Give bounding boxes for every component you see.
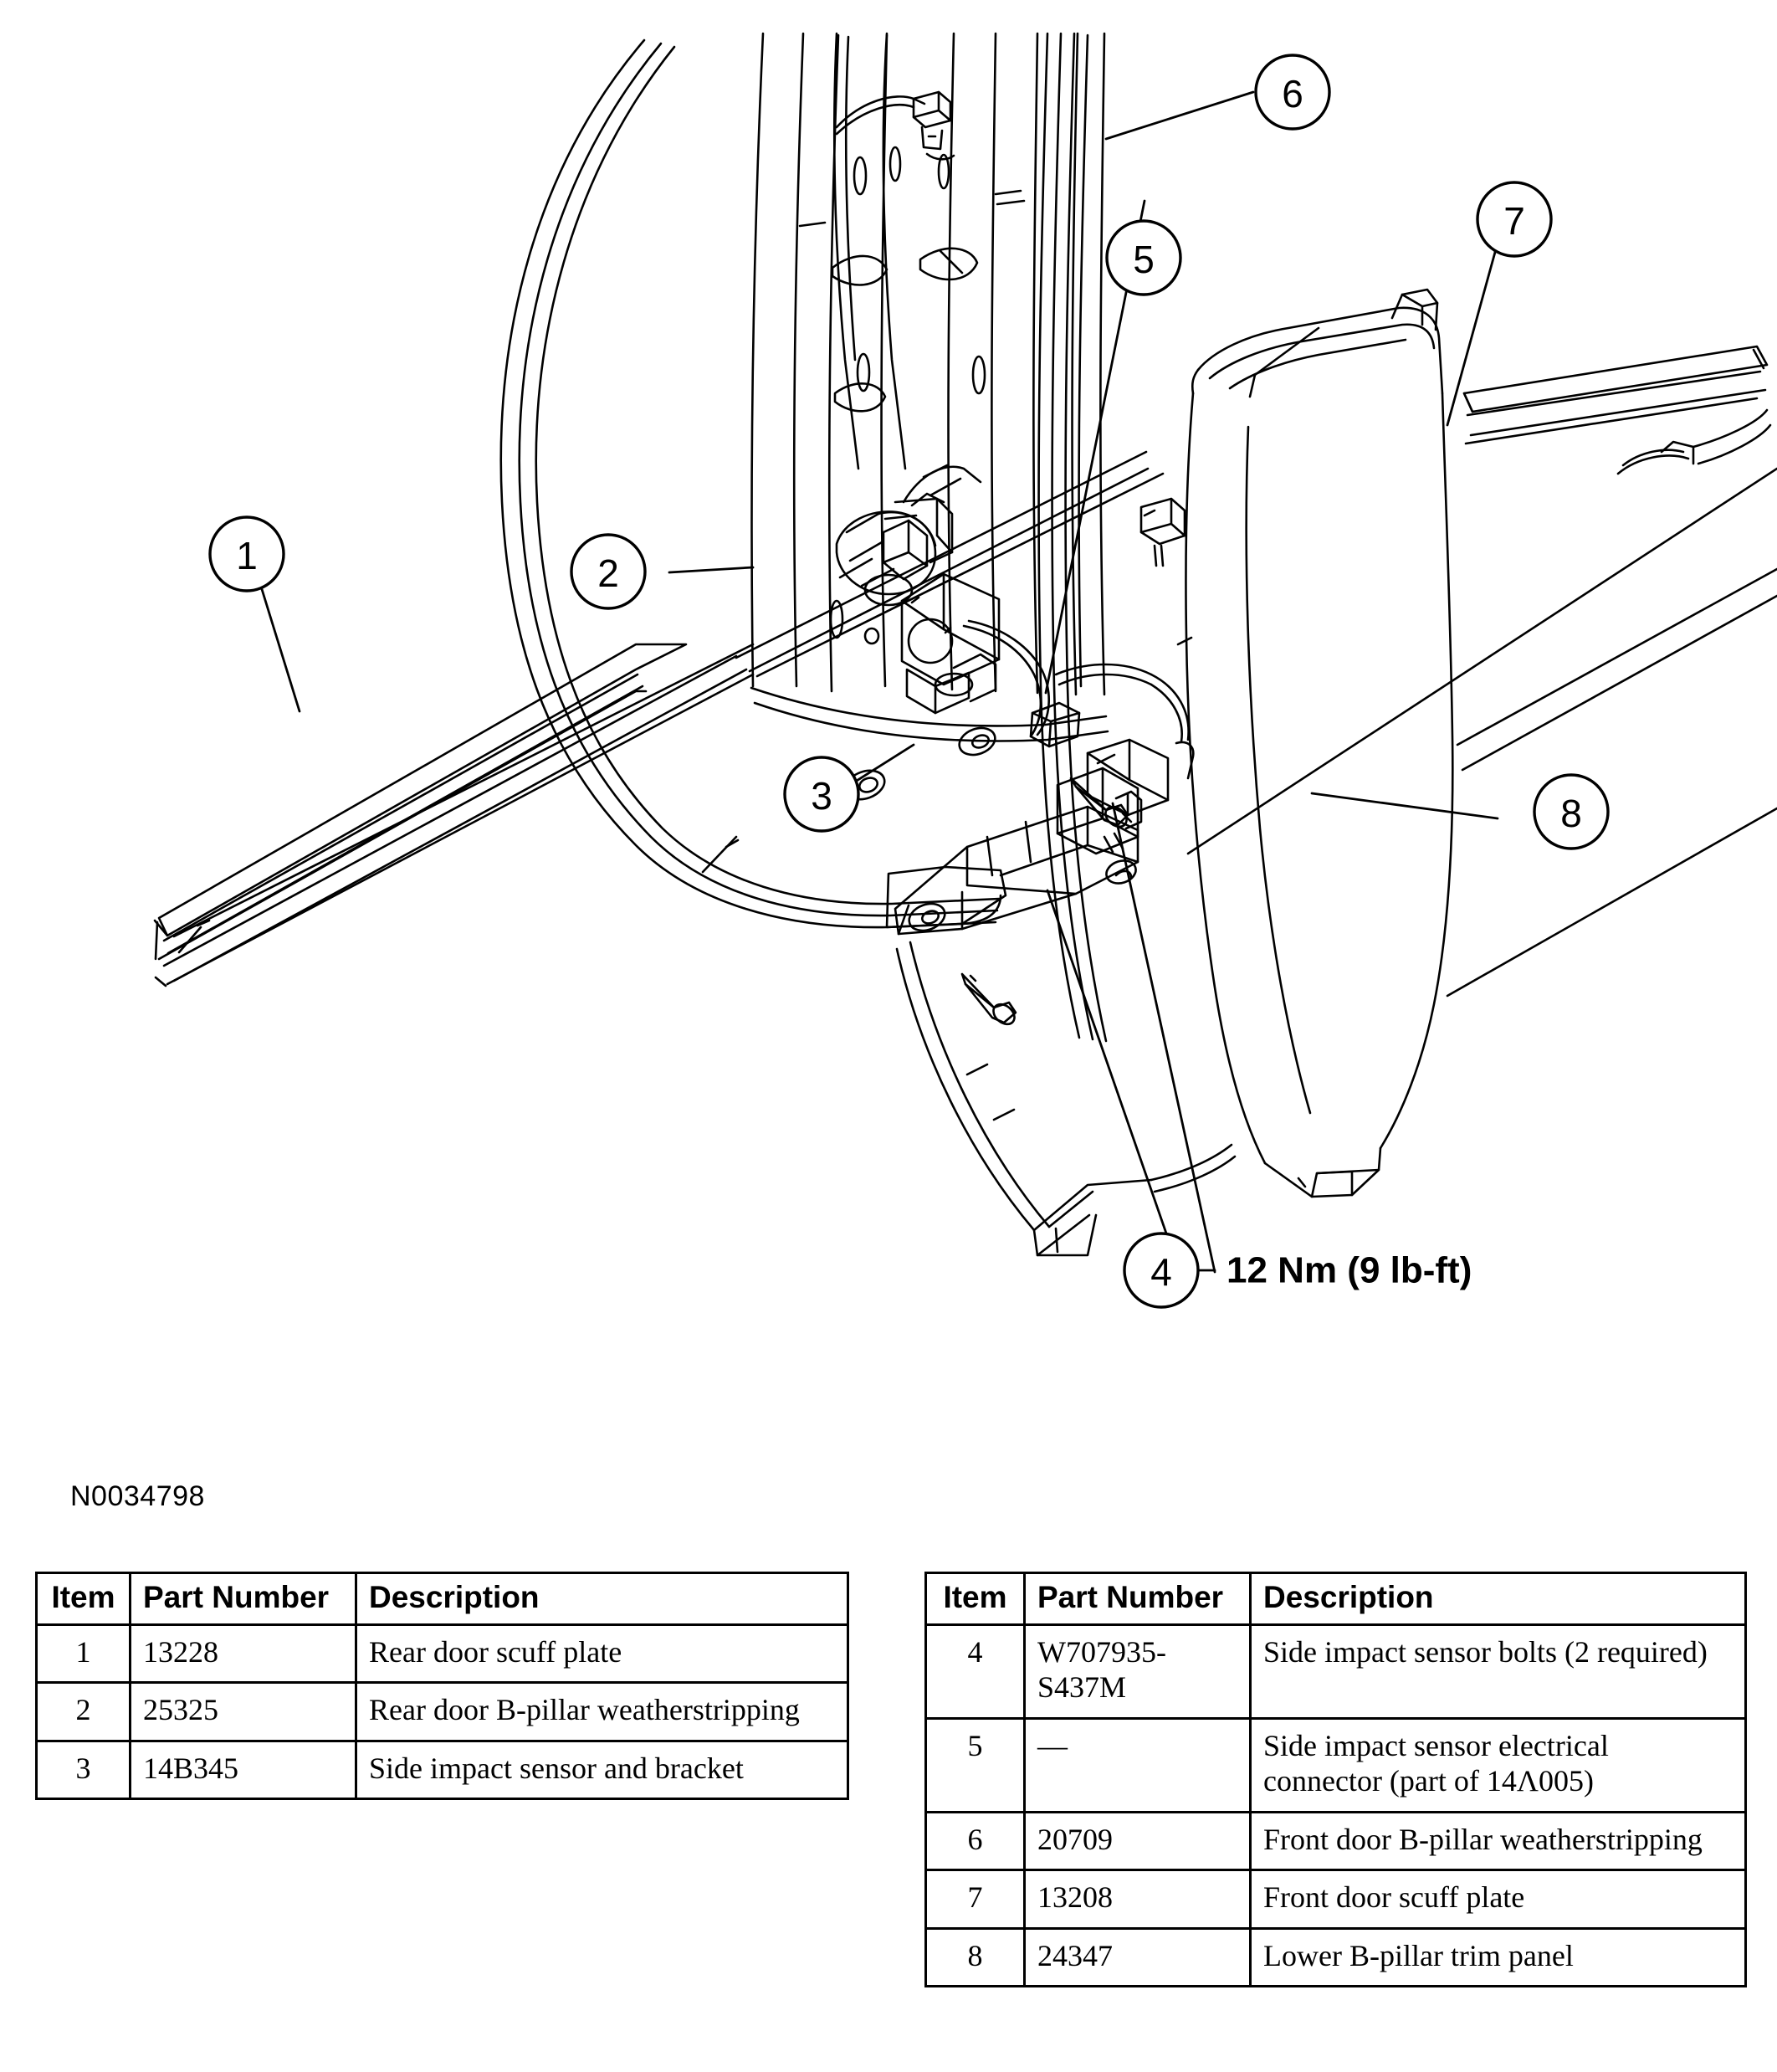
column-header-description: Description	[355, 1572, 849, 1626]
cell-part-number: W707935-S437M	[1023, 1623, 1252, 1720]
callout-bubble-2: 2	[570, 533, 647, 610]
cell-description: Rear door scuff plate	[355, 1623, 849, 1685]
cell-item: 7	[924, 1869, 1026, 1930]
cell-item: 4	[924, 1623, 1026, 1720]
floor-and-sill-edges-right	[1176, 467, 1777, 998]
leader-line-4b	[1111, 802, 1216, 1274]
cell-part-number: 20709	[1023, 1810, 1252, 1872]
callout-bubble-1: 1	[208, 515, 285, 592]
cell-item: 2	[35, 1681, 131, 1742]
cell-item: 6	[924, 1810, 1026, 1872]
cell-description: Front door scuff plate	[1249, 1869, 1747, 1930]
seat-belt-retractor-assembly	[835, 464, 1001, 715]
callout-bubble-3: 3	[783, 756, 860, 833]
callout-bubble-7: 7	[1476, 181, 1553, 258]
callout-label-5: 5	[1133, 238, 1155, 281]
cell-part-number: 13208	[1023, 1869, 1252, 1930]
callout-label-1: 1	[236, 534, 258, 577]
side-impact-sensor-bolts	[960, 777, 1137, 1026]
torque-specification-text: 12 Nm (9 lb-ft)	[1226, 1250, 1472, 1291]
column-header-item: Item	[924, 1572, 1026, 1626]
callout-bubble-6: 6	[1254, 54, 1331, 131]
callout-label-8: 8	[1560, 792, 1582, 835]
callout-label-4: 4	[1150, 1250, 1172, 1294]
table-row: 5 — Side impact sensor electrical connec…	[924, 1716, 1747, 1813]
leader-line-4a	[1046, 889, 1181, 1274]
callout-bubbles: 1 2 3 4 5 6 7 8	[208, 54, 1610, 1309]
callout-bubble-8: 8	[1533, 773, 1610, 850]
table-row: 3 14B345 Side impact sensor and bracket	[35, 1739, 849, 1801]
misc-panel-details	[1139, 497, 1186, 567]
technical-line-drawing: 1 2 3 4 5 6 7 8 12 Nm (9	[153, 32, 1777, 1309]
seat-belt-webbing	[832, 32, 907, 470]
callout-label-3: 3	[811, 774, 832, 818]
cell-part-number: 24347	[1023, 1926, 1252, 1988]
cell-part-number: 13228	[129, 1623, 357, 1685]
callout-bubble-4: 4	[1123, 1232, 1200, 1309]
cell-description: Side impact sensor bolts (2 required)	[1249, 1623, 1747, 1720]
parts-table-right: Item Part Number Description 4 W707935-S…	[924, 1572, 1747, 1988]
column-header-item: Item	[35, 1572, 131, 1626]
cell-item: 5	[924, 1716, 1026, 1813]
lower-floor-panel	[895, 941, 1237, 1257]
table-row: 8 24347 Lower B-pillar trim panel	[924, 1926, 1747, 1988]
cell-item: 8	[924, 1926, 1026, 1988]
callout-label-7: 7	[1503, 199, 1525, 243]
cell-description: Front door B-pillar weatherstripping	[1249, 1810, 1747, 1872]
lower-b-pillar-trim-panel	[1185, 288, 1454, 1198]
cell-description: Rear door B-pillar weatherstripping	[355, 1681, 849, 1742]
leader-line-6	[1104, 90, 1255, 141]
cell-part-number: 25325	[129, 1681, 357, 1742]
table-header-row: Item Part Number Description	[35, 1572, 849, 1626]
column-header-part-number: Part Number	[129, 1572, 357, 1626]
upper-wiring-harness	[835, 90, 955, 161]
column-header-description: Description	[1249, 1572, 1747, 1626]
figure-id-label: N0034798	[70, 1480, 205, 1512]
leader-line-2	[668, 566, 755, 574]
front-door-scuff-plate	[1462, 345, 1772, 475]
leader-line-8	[1310, 792, 1499, 820]
cell-description: Side impact sensor electrical connector …	[1249, 1716, 1747, 1813]
cell-part-number: 14B345	[129, 1739, 357, 1801]
table-row: 2 25325 Rear door B-pillar weatherstripp…	[35, 1681, 849, 1742]
cell-item: 1	[35, 1623, 131, 1685]
callout-label-2: 2	[597, 551, 619, 595]
callout-label-6: 6	[1282, 72, 1303, 115]
table-row: 1 13228 Rear door scuff plate	[35, 1623, 849, 1685]
cell-part-number: —	[1023, 1716, 1252, 1813]
table-row: 4 W707935-S437M Side impact sensor bolts…	[924, 1623, 1747, 1720]
exploded-view-illustration: 1 2 3 4 5 6 7 8 12 Nm (9	[153, 32, 1777, 1309]
rear-door-weatherstripping-geometry	[499, 38, 1007, 929]
cell-item: 3	[35, 1739, 131, 1801]
table-header-row: Item Part Number Description	[924, 1572, 1747, 1626]
table-row: 6 20709 Front door B-pillar weatherstrip…	[924, 1810, 1747, 1872]
cell-description: Side impact sensor and bracket	[355, 1739, 849, 1801]
table-row: 7 13208 Front door scuff plate	[924, 1869, 1747, 1930]
b-pillar-inner-panel	[750, 32, 1109, 742]
callout-bubble-5: 5	[1105, 219, 1182, 296]
cell-description: Lower B-pillar trim panel	[1249, 1926, 1747, 1988]
column-header-part-number: Part Number	[1023, 1572, 1252, 1626]
parts-table-left: Item Part Number Description 1 13228 Rea…	[35, 1572, 849, 1801]
